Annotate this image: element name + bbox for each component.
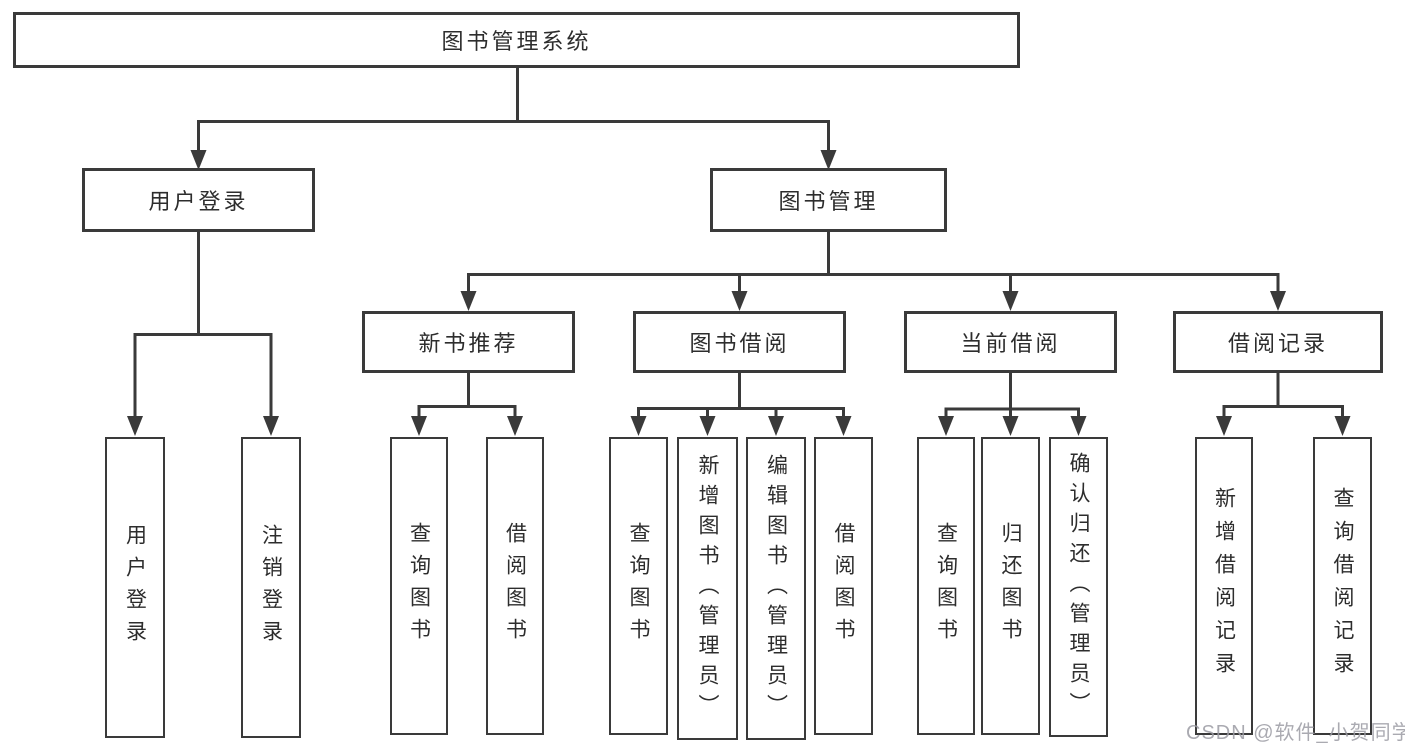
leaf-cb-confirm-return-admin: 确认归还（管理员） [1049, 437, 1108, 737]
node-borrowing-records: 借阅记录 [1173, 311, 1383, 373]
leaf-user-login: 用户登录 [105, 437, 165, 738]
leaf-bb-edit-books-admin: 编辑图书（管理员） [746, 437, 806, 740]
arrowheads [127, 150, 1351, 436]
leaf-bb-add-books-admin: 新增图书（管理员） [677, 437, 738, 740]
node-label: 借阅图书 [832, 522, 855, 650]
node-label: 借阅图书 [503, 522, 527, 650]
node-book-borrowing: 图书借阅 [633, 311, 846, 373]
leaf-nb-query-books: 查询图书 [390, 437, 448, 735]
node-label: 用户登录 [123, 523, 147, 652]
leaf-nb-borrow-books: 借阅图书 [486, 437, 544, 735]
leaf-cb-query-books: 查询图书 [917, 437, 975, 735]
node-label: 图书管理系统 [441, 29, 592, 54]
node-label: 图书管理 [778, 189, 879, 214]
node-label: 借阅记录 [1227, 331, 1328, 356]
watermark: CSDN @软件_小贺同学 [1186, 722, 1405, 744]
leaf-br-add-borrow-record: 新增借阅记录 [1195, 437, 1253, 735]
node-current-borrowing: 当前借阅 [904, 311, 1117, 373]
connector-paths [133, 66, 1344, 417]
node-new-book-recommendation: 新书推荐 [362, 311, 575, 373]
node-book-management: 图书管理 [710, 168, 947, 232]
node-label: 归还图书 [999, 522, 1022, 650]
node-label: 查询图书 [407, 522, 431, 650]
node-label: 图书借阅 [689, 331, 790, 356]
node-label: 确认归还（管理员） [1067, 452, 1090, 722]
node-library-management-system: 图书管理系统 [13, 12, 1020, 68]
leaf-bb-borrow-books: 借阅图书 [814, 437, 873, 735]
node-label: 用户登录 [148, 189, 249, 214]
leaf-bb-query-books: 查询图书 [609, 437, 668, 735]
node-label: 查询图书 [627, 522, 650, 650]
leaf-br-query-borrow-record: 查询借阅记录 [1313, 437, 1372, 735]
node-label: 新书推荐 [418, 331, 519, 356]
leaf-cb-return-books: 归还图书 [981, 437, 1040, 735]
node-label: 当前借阅 [960, 331, 1061, 356]
node-label: 查询图书 [934, 522, 958, 650]
node-user-login: 用户登录 [82, 168, 315, 232]
leaf-logout: 注销登录 [241, 437, 301, 738]
node-label: 注销登录 [259, 523, 283, 652]
node-label: 新增图书（管理员） [696, 453, 719, 724]
node-label: 查询借阅记录 [1331, 487, 1354, 685]
node-label: 新增借阅记录 [1212, 487, 1236, 685]
node-label: 编辑图书（管理员） [764, 453, 788, 724]
